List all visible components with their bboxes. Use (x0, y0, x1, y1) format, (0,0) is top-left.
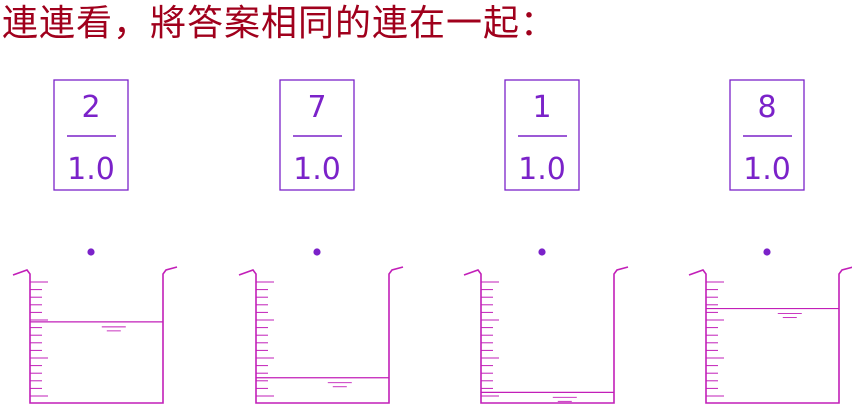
beaker-outline (688, 266, 852, 404)
connection-dot[interactable] (313, 248, 321, 256)
fraction-card: 71.0 (279, 79, 355, 191)
fraction-numerator: 8 (757, 90, 776, 125)
fraction-denominator: 1.0 (743, 152, 791, 187)
worksheet-instruction: 連連看，將答案相同的連在一起： (2, 3, 558, 44)
fraction-numerator: 7 (307, 90, 326, 125)
fraction-card-border (53, 79, 129, 191)
fraction-card: 21.0 (53, 79, 129, 191)
fraction-card: 11.0 (504, 79, 580, 191)
water-level (30, 321, 163, 332)
connection-dot[interactable] (87, 248, 95, 256)
measuring-beaker (463, 266, 629, 404)
fraction-denominator: 1.0 (67, 152, 115, 187)
fraction-denominator: 1.0 (293, 152, 341, 187)
measuring-beaker (238, 266, 404, 404)
measuring-beaker (688, 266, 852, 404)
fraction-card-border (729, 79, 805, 191)
beaker-outline (238, 266, 404, 404)
measuring-beaker (12, 266, 178, 404)
fraction-card-border (279, 79, 355, 191)
fraction-numerator: 1 (532, 90, 551, 125)
connection-dot[interactable] (763, 248, 771, 256)
water-level (256, 377, 389, 388)
water-level (706, 307, 839, 319)
beaker-outline (463, 266, 629, 404)
beaker-outline (12, 266, 178, 404)
fraction-card-border (504, 79, 580, 191)
connection-dot[interactable] (538, 248, 546, 256)
fraction-numerator: 2 (81, 90, 100, 125)
fraction-denominator: 1.0 (518, 152, 566, 187)
fraction-card: 81.0 (729, 79, 805, 191)
water-level (481, 391, 614, 402)
